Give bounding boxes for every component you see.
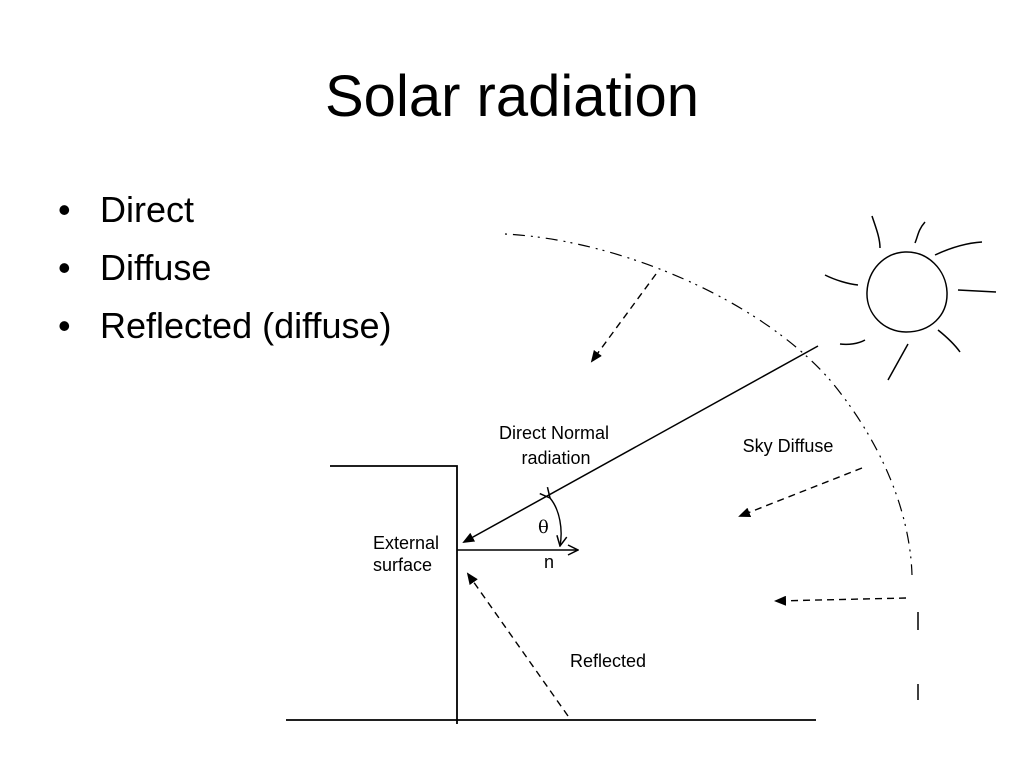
bullet-marker: • [58, 247, 71, 288]
external-surface-wall [330, 465, 458, 724]
slide-title: Solar radiation [325, 64, 699, 129]
incidence-angle-arc [550, 498, 561, 546]
external-surface-label-line2: surface [373, 555, 432, 575]
bullet-marker: • [58, 305, 71, 346]
bullet-text: Reflected (diffuse) [100, 305, 392, 346]
diffuse-arrow-middle [738, 467, 863, 517]
direct-normal-arrow [462, 345, 819, 543]
bullet-text: Direct [100, 189, 195, 230]
bullet-item-reflected: • Reflected (diffuse) [58, 302, 391, 360]
sky-diffuse-label: Sky Diffuse [743, 436, 834, 456]
reflected-arrow [466, 572, 569, 717]
normal-label: n [544, 552, 554, 572]
bullet-item-diffuse: • Diffuse [58, 244, 391, 302]
bullet-item-direct: • Direct [58, 186, 391, 244]
bullet-marker: • [58, 189, 71, 230]
sun-icon [824, 215, 997, 381]
bullet-text: Diffuse [100, 247, 212, 288]
reflected-label: Reflected [570, 651, 646, 671]
diffuse-arrow-top [590, 273, 657, 363]
diffuse-arrow-bottom [774, 595, 907, 606]
sky-dome-arc [504, 233, 913, 576]
theta-label: θ [538, 517, 549, 538]
direct-normal-label-line1: Direct Normal [499, 423, 609, 443]
direct-normal-label-line2: radiation [521, 448, 590, 468]
bullet-list: • Direct • Diffuse • Reflected (diffuse) [58, 186, 391, 360]
external-surface-label-line1: External [373, 533, 439, 553]
